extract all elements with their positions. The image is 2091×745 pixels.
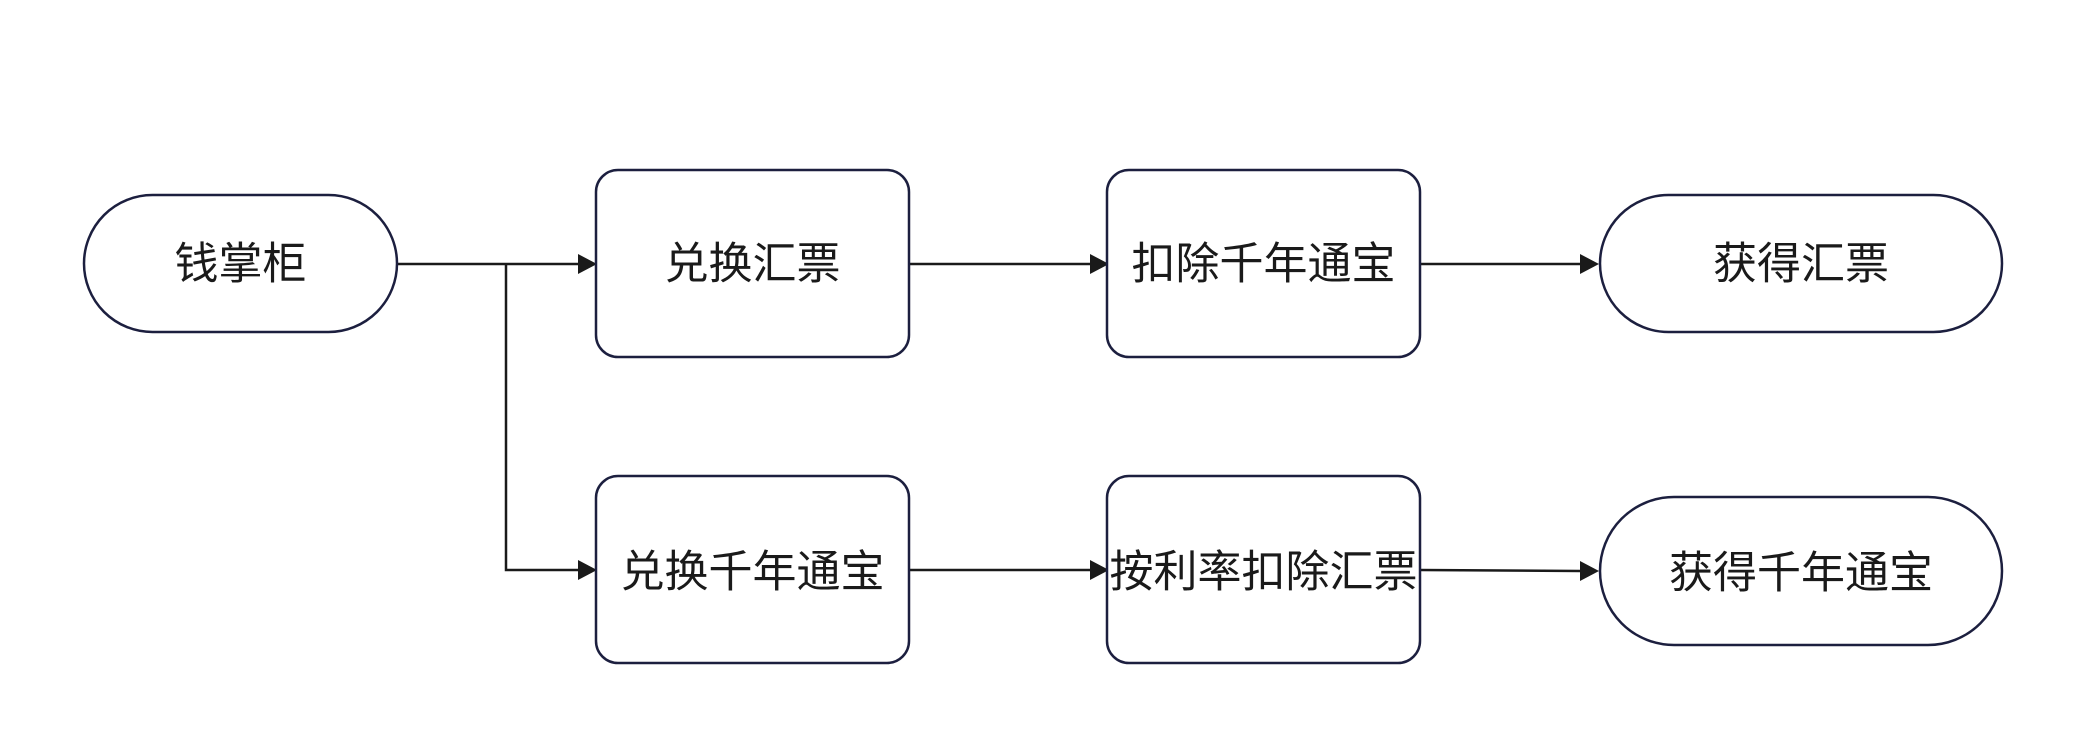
arrowhead-get-coin — [1580, 561, 1599, 581]
node-exchange-coin: 兑换千年通宝 — [594, 474, 911, 665]
node-exchange-coin-shape — [594, 474, 911, 665]
node-deduct-draft-by-rate-shape — [1105, 474, 1422, 665]
node-exchange-draft-label: 兑换汇票 — [665, 239, 841, 290]
node-get-draft-shape — [1598, 193, 2004, 334]
node-start-shape — [82, 193, 399, 334]
node-start-label: 钱掌柜 — [175, 239, 307, 290]
node-exchange-draft: 兑换汇票 — [594, 168, 911, 359]
node-get-coin-label: 获得千年通宝 — [1669, 548, 1933, 599]
node-deduct-coin: 扣除千年通宝 — [1105, 168, 1422, 359]
edges — [397, 254, 1599, 581]
node-get-coin-shape — [1598, 495, 2004, 647]
node-start: 钱掌柜 — [82, 193, 399, 334]
arrowhead-deduct-draft-by-rate — [1090, 560, 1109, 580]
arrowhead-exchange-coin — [578, 560, 597, 580]
node-deduct-draft-by-rate-label: 按利率扣除汇票 — [1110, 547, 1418, 598]
arrowhead-exchange-draft — [578, 254, 597, 274]
node-exchange-coin-label: 兑换千年通宝 — [621, 547, 885, 598]
node-get-draft: 获得汇票 — [1598, 193, 2004, 334]
node-deduct-coin-shape — [1105, 168, 1422, 359]
node-get-coin: 获得千年通宝 — [1598, 495, 2004, 647]
edge-deduct-draft-to-get-coin — [1419, 568, 1581, 573]
node-get-draft-label: 获得汇票 — [1713, 239, 1889, 290]
node-deduct-draft-by-rate: 按利率扣除汇票 — [1105, 474, 1422, 665]
arrowhead-deduct-coin — [1090, 254, 1109, 274]
arrowhead-get-draft — [1580, 254, 1599, 274]
node-exchange-draft-shape — [594, 168, 911, 359]
node-deduct-coin-label: 扣除千年通宝 — [1132, 239, 1396, 290]
edge-start-to-exchange-coin — [504, 264, 578, 572]
